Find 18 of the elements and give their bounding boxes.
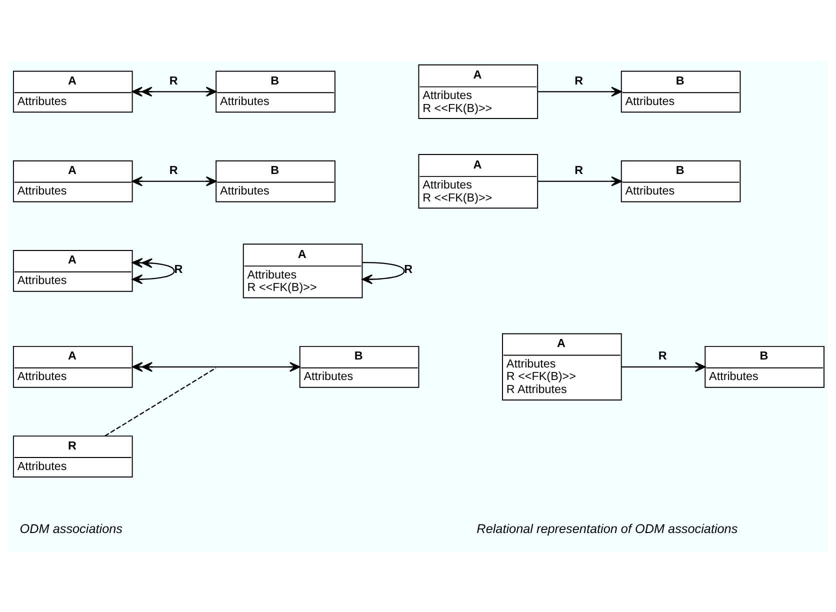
edge-label: R xyxy=(574,74,584,87)
connector xyxy=(104,366,216,436)
arrow xyxy=(132,361,300,372)
label: ODM associations xyxy=(20,521,122,536)
arrow xyxy=(538,176,622,186)
arrow xyxy=(132,86,217,96)
edge-label: R xyxy=(169,74,178,87)
edge-label: R xyxy=(658,349,667,362)
edge-label: R xyxy=(174,262,183,276)
arrow xyxy=(132,176,217,186)
edge-label: R xyxy=(574,164,584,177)
arrow xyxy=(132,257,175,284)
edge-label: R xyxy=(169,164,178,177)
edge-label: R xyxy=(404,262,413,276)
arrow xyxy=(538,86,622,96)
arrow xyxy=(621,361,706,372)
label: Relational representation of ODM associations xyxy=(476,521,738,536)
arrow xyxy=(362,261,405,284)
